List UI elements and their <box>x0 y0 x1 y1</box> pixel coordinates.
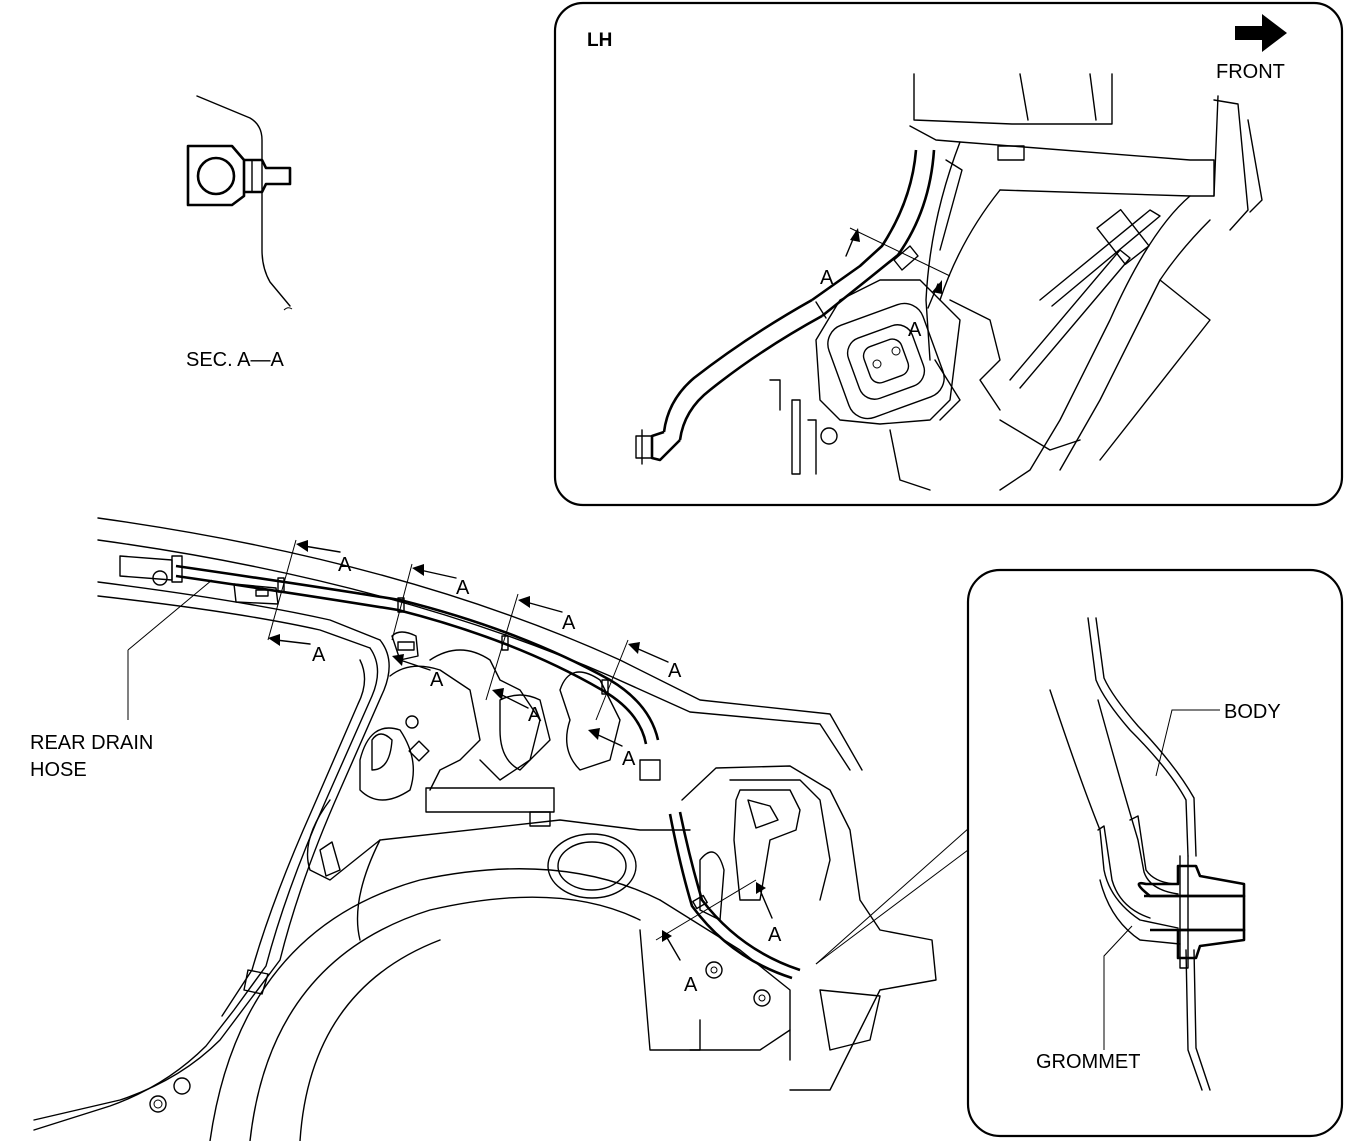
section-arrow-icon <box>412 564 457 579</box>
main-body-view: A A A A A A A A A A REAR DRAIN HOSE <box>30 517 937 1141</box>
main-section-marker-7: A <box>528 704 542 726</box>
lh-label: LH <box>587 30 612 51</box>
section-caption: SEC. A—A <box>186 349 284 371</box>
front-label: FRONT <box>1216 61 1285 83</box>
section-arrow-icon <box>518 596 563 613</box>
rear-drain-hose-label-line2: HOSE <box>30 759 87 781</box>
section-arrow-icon <box>628 642 669 663</box>
lh-view: LH FRONT <box>553 1 1344 507</box>
main-section-marker-1: A <box>338 554 352 576</box>
detail-view-frame <box>966 568 1344 1138</box>
section-arrow-icon <box>296 540 341 553</box>
section-arrow-icon <box>392 654 431 671</box>
section-arrow-icon <box>588 728 623 747</box>
lh-section-marker-1: A <box>820 267 834 289</box>
lh-view-frame <box>553 1 1344 507</box>
main-section-marker-6: A <box>430 669 444 691</box>
section-arrow-icon <box>845 228 860 257</box>
grommet-detail-view: BODY GROMMET <box>815 568 1344 1138</box>
main-section-marker-9: A <box>684 974 698 996</box>
main-section-marker-2: A <box>456 577 470 599</box>
grommet-label: GROMMET <box>1036 1051 1140 1073</box>
lh-section-marker-2: A <box>908 319 922 341</box>
main-section-marker-8: A <box>622 748 636 770</box>
main-section-marker-10: A <box>768 924 782 946</box>
main-section-marker-3: A <box>562 612 576 634</box>
front-direction-arrow-icon <box>1235 14 1287 52</box>
section-arrow-icon <box>492 688 529 709</box>
rear-drain-hose-label-line1: REAR DRAIN <box>30 732 153 754</box>
body-label: BODY <box>1224 701 1281 723</box>
main-section-marker-5: A <box>312 644 326 666</box>
section-arrow-icon <box>662 930 681 961</box>
section-a-a-view: SEC. A—A <box>186 95 293 371</box>
section-arrow-icon <box>927 280 942 309</box>
section-arrow-icon <box>268 634 311 646</box>
main-section-marker-4: A <box>668 660 682 682</box>
section-arrow-icon <box>756 882 773 919</box>
